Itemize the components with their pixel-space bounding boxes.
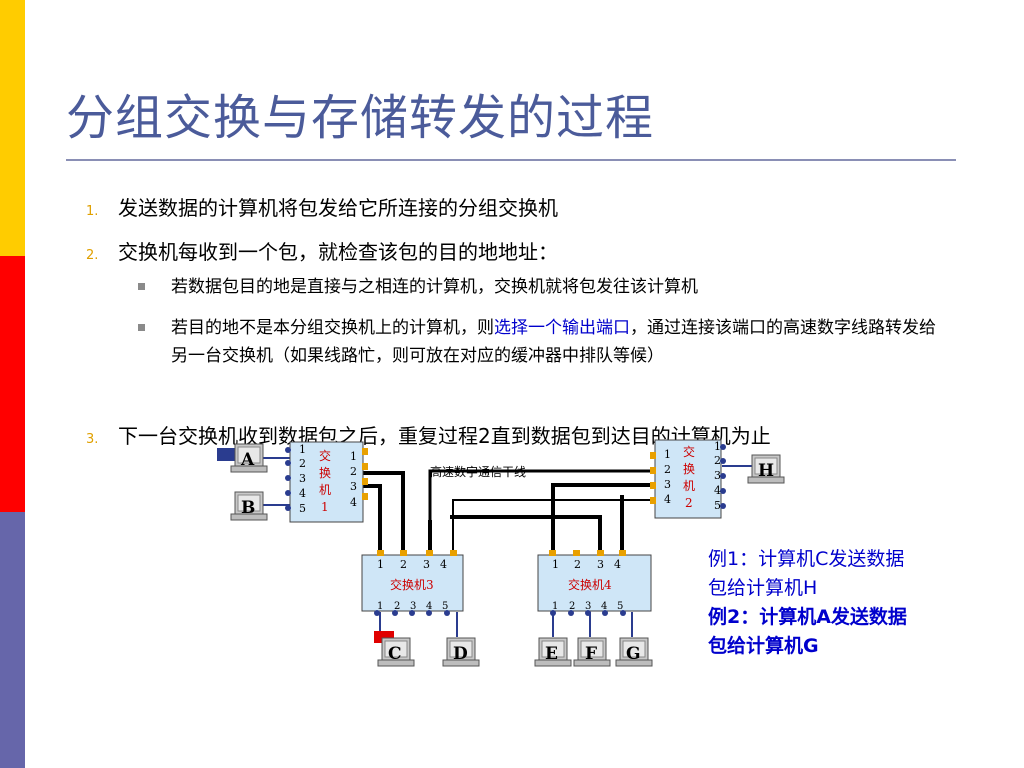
port-label: 3	[299, 472, 306, 485]
list-text: 发送数据的计算机将包发给它所连接的分组交换机	[118, 196, 558, 220]
list-item-1: 1. 发送数据的计算机将包发给它所连接的分组交换机	[86, 192, 558, 221]
list-number: 1.	[86, 204, 99, 219]
list-text: 下一台交换机收到数据包之后，重复过程2直到数据包到达目的计算机为止	[118, 424, 771, 448]
computer-label: B	[241, 498, 255, 518]
host-links	[262, 457, 752, 637]
computer-b: B	[230, 491, 268, 521]
port-label: 2	[394, 601, 400, 612]
port-label: 2	[664, 463, 671, 476]
list-item-2: 2. 交换机每收到一个包，就检查该包的目的地地址：	[86, 236, 558, 265]
switch-label: 1	[321, 500, 329, 514]
example-1: 例1：计算机C发送数据 包给计算机H	[708, 545, 904, 603]
port-label: 2	[400, 558, 407, 571]
computer-h: H	[747, 454, 785, 484]
sub-item-text: 若目的地不是本分组交换机上的计算机，则选择一个输出端口，通过连接该端口的高速数字…	[171, 318, 936, 366]
port-label: 2	[569, 601, 575, 612]
sub-item-text: 若数据包目的地是直接与之相连的计算机，交换机就将包发往该计算机	[171, 277, 698, 297]
port-label: 1	[664, 448, 671, 461]
computer-g: G	[615, 637, 653, 667]
example-line: 包给计算机G	[708, 635, 819, 657]
computer-e: E	[534, 637, 572, 667]
switch-1: 1 2 3 4 5 1 2 3 4 交 换 机 1	[285, 441, 368, 523]
highlight-text: 选择一个输出端口	[494, 318, 630, 338]
port-label: 3	[585, 601, 591, 612]
switch-4: 1 2 3 4 1 2 3 4 5 交换机4	[537, 550, 652, 616]
example-line: 包给计算机H	[708, 577, 818, 599]
list-text: 交换机每收到一个包，就检查该包的目的地地址：	[118, 240, 558, 264]
port-label: 1	[377, 558, 384, 571]
switch-label: 机	[319, 483, 331, 497]
computer-label: E	[545, 644, 558, 664]
port-label: 4	[664, 493, 671, 506]
port-label: 3	[597, 558, 604, 571]
switch-label: 交换机4	[568, 577, 612, 592]
computer-label: C	[388, 644, 402, 664]
computer-label: D	[453, 644, 468, 664]
slide-title: 分组交换与存储转发的过程	[66, 90, 655, 146]
list-number: 2.	[86, 248, 99, 263]
computer-f: F	[573, 637, 611, 667]
example-2: 例2：计算机A发送数据 包给计算机G	[708, 603, 907, 661]
port-label: 4	[601, 601, 607, 612]
computer-label: G	[626, 644, 641, 664]
port-label: 1	[552, 558, 559, 571]
port-label: 4	[714, 484, 721, 497]
port-label: 4	[440, 558, 447, 571]
trunk-label: 高速数字通信干线	[430, 464, 526, 479]
port-label: 3	[423, 558, 430, 571]
port-label: 2	[299, 457, 306, 470]
port-label: 3	[410, 601, 416, 612]
example-line: 例2：计算机A发送数据	[708, 606, 907, 628]
switch-label: 2	[685, 496, 693, 510]
port-label: 3	[714, 469, 721, 482]
switch-label: 机	[683, 479, 695, 493]
list-number: 3.	[86, 432, 99, 447]
port-label: 3	[664, 478, 671, 491]
computer-d: D	[442, 637, 480, 667]
port-label: 1	[377, 601, 383, 612]
port-label: 5	[442, 601, 448, 612]
switch-label: 换	[319, 466, 331, 480]
switch-label: 交	[319, 448, 331, 463]
port-label: 3	[350, 480, 357, 493]
port-label: 2	[350, 465, 357, 478]
switch-label: 交换机3	[390, 577, 434, 592]
packet-icon	[374, 631, 394, 643]
list-item-3: 3. 下一台交换机收到数据包之后，重复过程2直到数据包到达目的计算机为止	[86, 420, 771, 449]
computer-label: H	[758, 461, 774, 481]
port-label: 4	[299, 487, 306, 500]
example-line: 例1：计算机C发送数据	[708, 548, 905, 570]
switch-3: 1 2 3 4 1 2 3 4 5 交换机3	[361, 550, 464, 616]
accent-strip-red	[0, 256, 25, 512]
port-label: 5	[299, 502, 306, 515]
title-divider	[66, 159, 956, 161]
accent-strip-yellow	[0, 0, 25, 256]
trunk-links	[363, 469, 655, 555]
port-label: 4	[350, 496, 357, 509]
port-label: 4	[426, 601, 432, 612]
packet-icon	[217, 448, 239, 461]
bullet-square-icon	[138, 283, 145, 290]
switch-label: 换	[683, 462, 695, 476]
switch-2: 1 2 3 4 1 2 3 4 5 交 换 机 2	[650, 439, 726, 519]
port-label: 2	[574, 558, 581, 571]
port-label: 1	[350, 450, 357, 463]
accent-strip-purple	[0, 512, 25, 768]
bullet-square-icon	[138, 324, 145, 331]
port-label: 1	[552, 601, 558, 612]
computer-c: C	[377, 637, 415, 667]
port-label: 4	[614, 558, 621, 571]
port-label: 5	[617, 601, 623, 612]
computer-label: F	[585, 644, 597, 664]
port-label: 5	[714, 499, 721, 512]
computer-label: A	[240, 450, 255, 470]
port-label: 2	[714, 454, 721, 467]
